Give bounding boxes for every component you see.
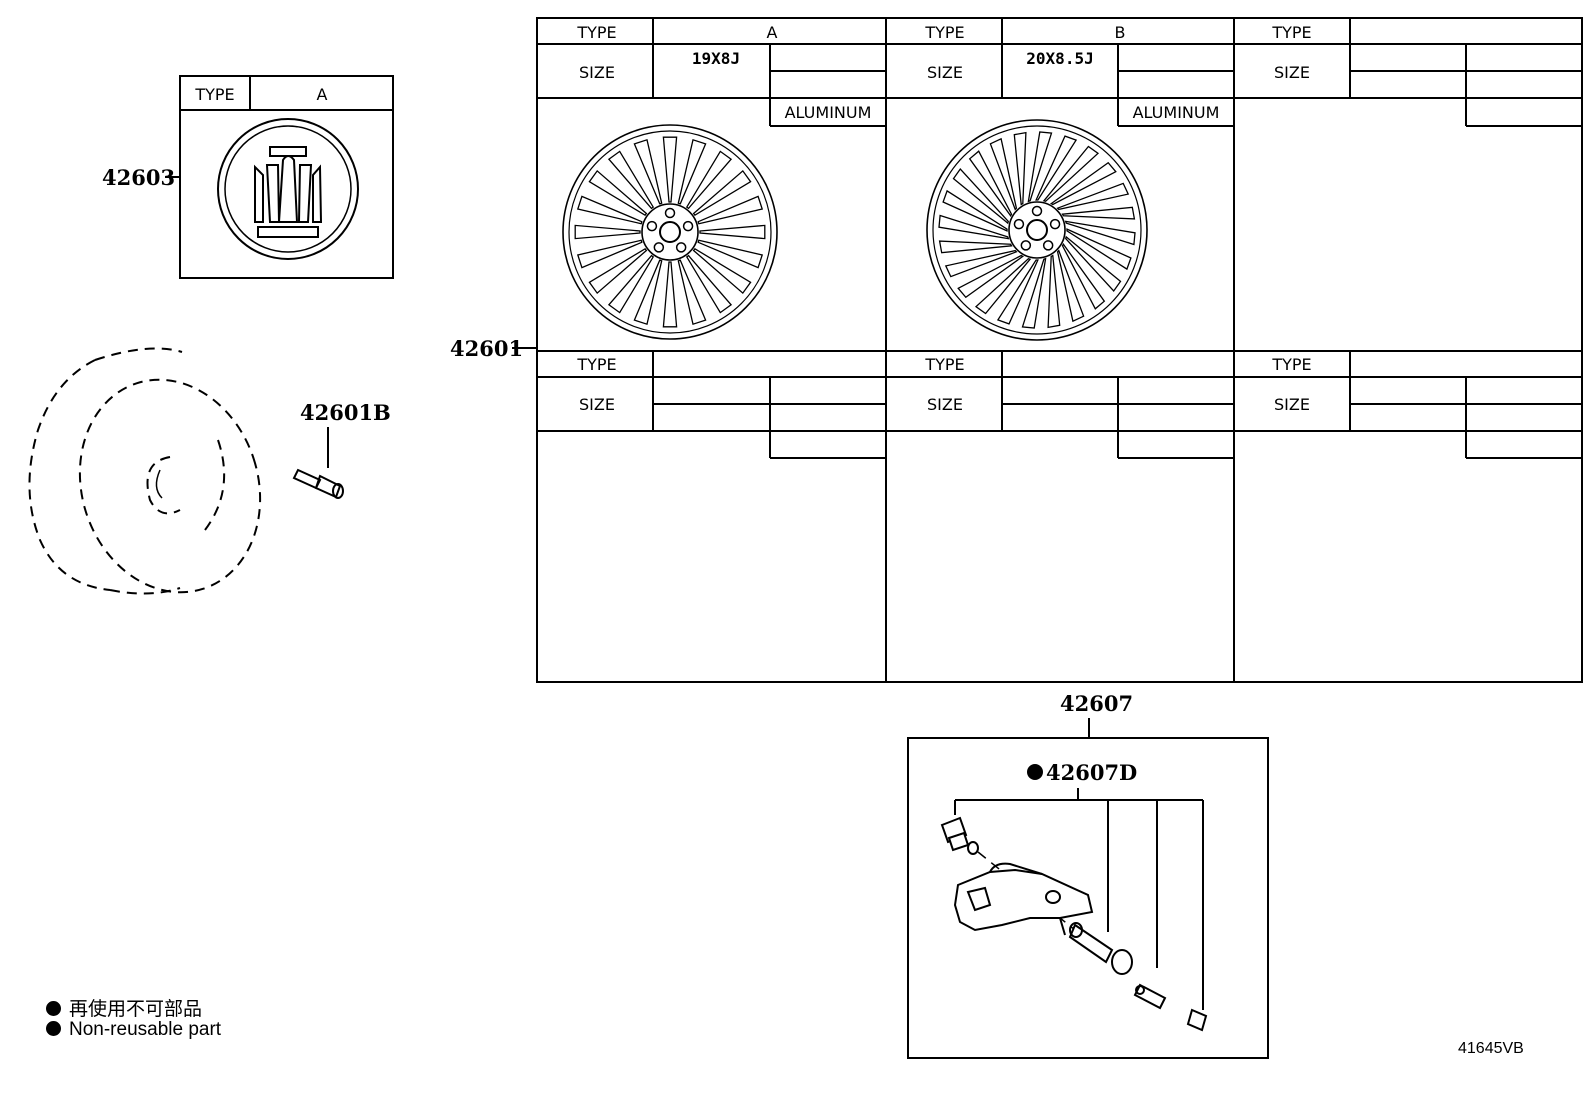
legend-text-ja: 再使用不可部品: [69, 998, 203, 1020]
type-label-col2: TYPE: [924, 23, 964, 42]
size-value-col1: 19X8J: [692, 49, 740, 68]
size-label-col1: SIZE: [579, 63, 615, 82]
part-number-42603: 42603: [102, 165, 175, 190]
size-label-col6: SIZE: [1274, 395, 1310, 414]
material-col2: ALUMINUM: [1133, 103, 1220, 122]
size-label-col2: SIZE: [927, 63, 963, 82]
bullet-dot-icon: [46, 1021, 61, 1036]
type-label-col5: TYPE: [924, 355, 964, 374]
part-number-42601: 42601: [450, 336, 523, 361]
type-label-col3: TYPE: [1271, 23, 1311, 42]
size-label-col5: SIZE: [927, 395, 963, 414]
part-number-42601B: 42601B: [300, 400, 391, 425]
wheel-type-b-icon: [926, 119, 1148, 341]
size-value-col2: 20X8.5J: [1026, 49, 1093, 68]
legend-item-ja: 再使用不可部品: [46, 994, 202, 1021]
type-label-col6: TYPE: [1271, 355, 1311, 374]
part-number-42607: 42607: [1060, 691, 1133, 716]
type-value-col1: A: [767, 23, 778, 42]
legend-text-en: Non-reusable part: [69, 1019, 222, 1040]
wheel-outline-drawing: [28, 347, 262, 595]
tpms-sensor-body-icon: [953, 862, 1094, 936]
bullet-dot-icon: [46, 1001, 61, 1016]
ornament-frame: [179, 75, 394, 279]
non-reusable-dot-icon: [1027, 764, 1043, 780]
type-label-col1: TYPE: [576, 23, 616, 42]
tpms-valve-core-icon: [1133, 983, 1167, 1010]
type-value-col2: B: [1115, 23, 1126, 42]
size-label-col4: SIZE: [579, 395, 615, 414]
part-number-42607D: 42607D: [1046, 760, 1137, 785]
crown-emblem-icon: [217, 118, 359, 260]
ornament-group: TYPE A 42603: [102, 75, 394, 279]
tpms-valve-stem-icon: [1068, 922, 1133, 975]
hub-bolt-icon: [292, 468, 344, 499]
ornament-type-label: TYPE: [194, 85, 234, 104]
tpms-frame: [907, 737, 1269, 1059]
type-label-col4: TYPE: [576, 355, 616, 374]
tpms-valve-cap-icon: [1186, 1008, 1208, 1032]
material-col1: ALUMINUM: [785, 103, 872, 122]
hub-bolt-group: 42601B: [292, 400, 391, 499]
legend-item-en: Non-reusable part: [46, 1019, 221, 1041]
tpms-group: 42607 42607D: [907, 691, 1269, 1059]
wheel-type-a-icon: [562, 124, 778, 340]
size-label-col3: SIZE: [1274, 63, 1310, 82]
wheel-table: TYPE A SIZE 19X8J ALUMINUM TYPE B SIZE 2…: [536, 17, 1583, 683]
ornament-type-value: A: [317, 85, 328, 104]
diagram-code: 41645VB: [1458, 1040, 1524, 1057]
